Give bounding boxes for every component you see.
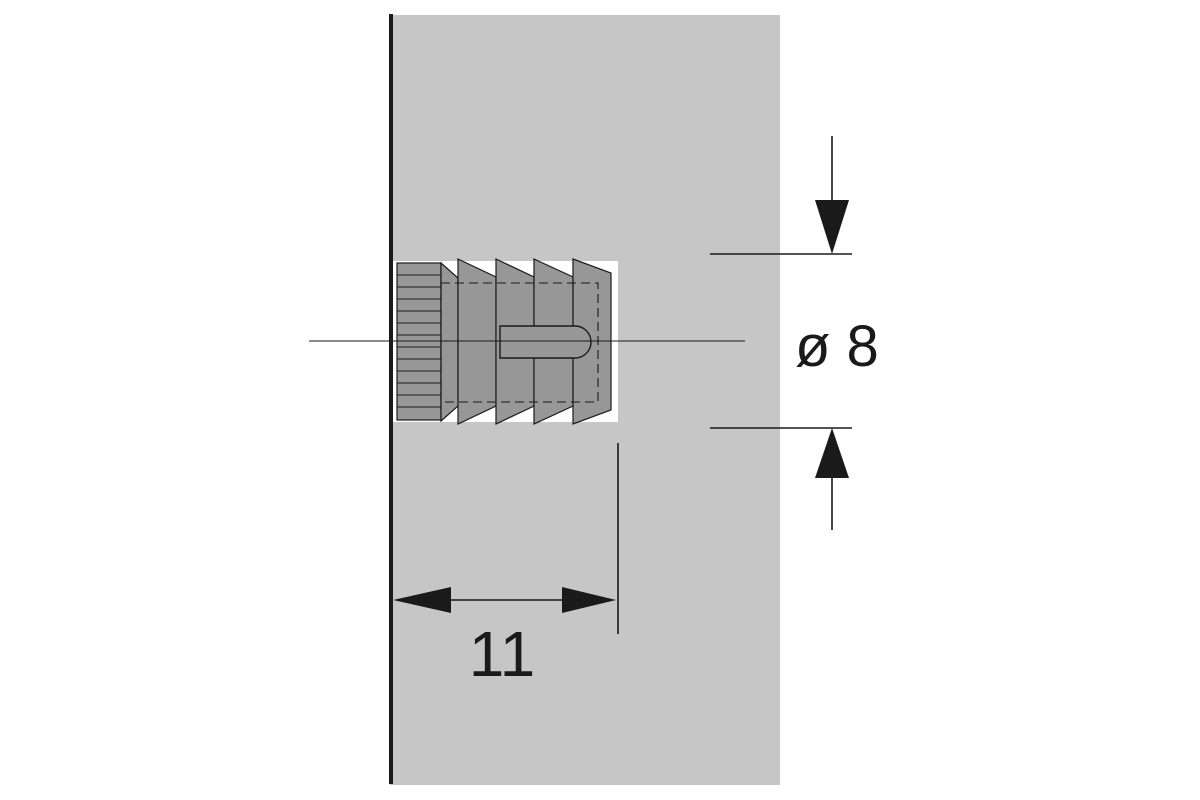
insert-bore-hidden bbox=[440, 282, 599, 403]
depth-arrow-left bbox=[393, 587, 451, 613]
depth-arrow-right bbox=[562, 587, 616, 613]
diameter-arrow-up bbox=[815, 428, 849, 478]
diameter-dimension bbox=[710, 136, 852, 530]
insert-slot bbox=[499, 325, 592, 359]
depth-dimension bbox=[393, 443, 619, 634]
knurl-lines bbox=[397, 274, 441, 408]
diameter-arrow-down bbox=[815, 200, 849, 254]
depth-label: 11 bbox=[469, 618, 535, 690]
diameter-label: ø 8 bbox=[795, 314, 879, 379]
insert-rib-1 bbox=[440, 261, 459, 423]
